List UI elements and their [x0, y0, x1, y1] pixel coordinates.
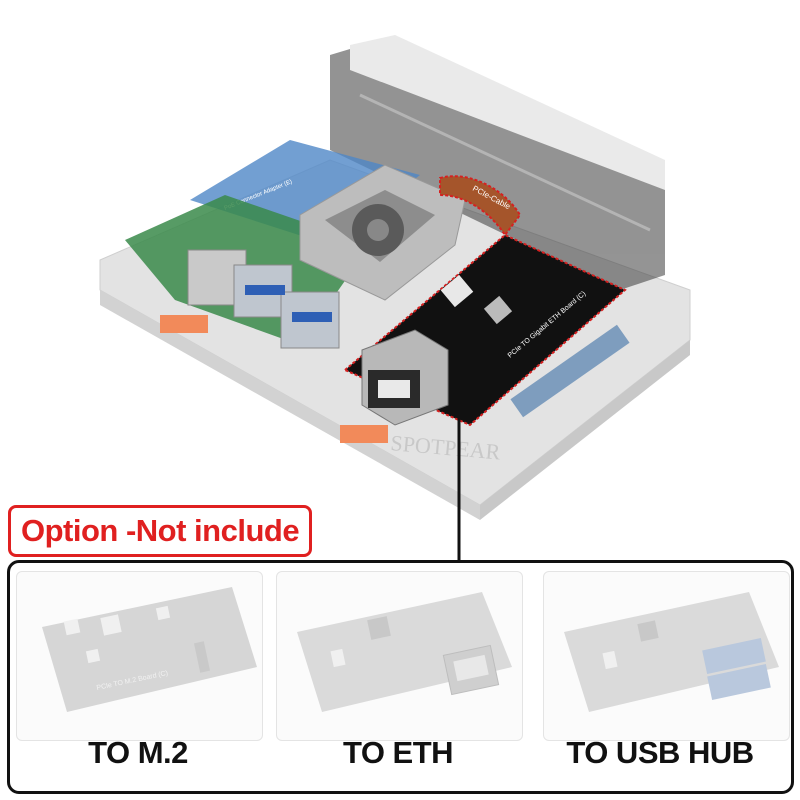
terminal-block	[330, 35, 665, 290]
option-card-eth	[276, 571, 523, 741]
pi-ports	[187, 249, 340, 349]
option-card-m2: PCIe TO M.2 Board (C)	[16, 571, 263, 741]
din-clip	[340, 425, 388, 443]
rj45-jack	[361, 329, 449, 426]
eth-option-board-image	[297, 592, 512, 712]
gpio-header	[510, 324, 630, 418]
m2-board-image: PCIe TO M.2 Board (C)	[42, 587, 257, 712]
heatsink-fan	[299, 164, 466, 301]
caption-to-m2: TO M.2	[88, 735, 188, 770]
option-label-text: Option -Not include	[21, 513, 300, 548]
pcie-cable	[439, 175, 522, 237]
option-card-usb-hub	[543, 571, 790, 741]
caption-to-usb-hub: TO USB HUB	[566, 735, 754, 770]
usb-hub-board-image	[564, 592, 779, 712]
option-not-included-badge: Option -Not include	[8, 505, 313, 557]
caption-to-eth: TO ETH	[342, 735, 454, 770]
option-boards-panel: PCIe TO M.2 Board (C) TO M.2 TO ETH TO U…	[7, 560, 794, 794]
din-clip	[160, 315, 208, 333]
